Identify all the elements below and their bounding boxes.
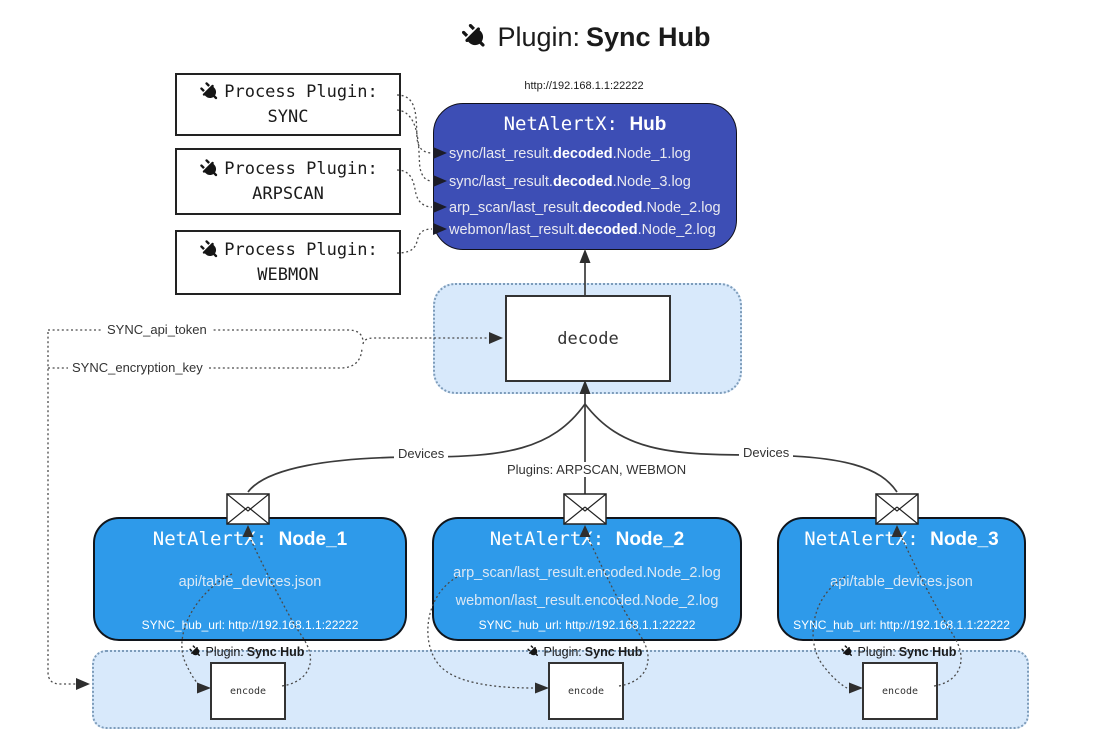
node-file-line: api/table_devices.json [178,574,322,590]
plug-icon [198,157,222,181]
plug-icon [198,238,222,262]
node-file-line: webmon/last_result.encoded.Node_2.log [455,593,719,609]
encode-box: encode [210,662,286,720]
plugin-to-hub-connectors [396,94,433,254]
hub-log-line: webmon/last_result.decoded.Node_2.log [449,222,716,238]
node-title: NetAlertX: Node_1 [152,528,348,550]
node-hub-url: SYNC_hub_url: http://192.168.1.1:22222 [793,618,1010,632]
hub-log-line: arp_scan/last_result.decoded.Node_2.log [449,200,721,216]
node-hub-url: SYNC_hub_url: http://192.168.1.1:22222 [478,618,696,632]
node-file-line: api/table_devices.json [830,574,973,590]
encode-box: encode [862,662,938,720]
decode-box: decode [505,295,671,382]
process-plugin-name: WEBMON [257,264,319,285]
sync-encryption-key-label: SYNC_encryption_key [68,360,207,375]
process-plugin-box-arpscan: Process Plugin: ARPSCAN [175,148,401,215]
page-title-bold: Sync Hub [586,21,711,52]
process-plugin-box-webmon: Process Plugin: WEBMON [175,230,401,295]
node-box-node-3: NetAlertX: Node_3 api/table_devices.json… [777,517,1026,641]
hub-title-mono: NetAlertX: [503,113,630,135]
process-plugin-box-sync: Process Plugin: SYNC [175,73,401,136]
hub-log-line: sync/last_result.decoded.Node_1.log [449,146,691,162]
process-plugin-name: SYNC [267,106,309,127]
sync-api-token-label: SYNC_api_token [103,322,211,337]
plug-icon [526,644,541,659]
plug-icon [840,644,855,659]
plug-icon [459,21,491,53]
page-title-prefix: Plugin: [497,21,581,52]
node-file-line: arp_scan/last_result.encoded.Node_2.log [453,565,721,581]
node-box-node-2: NetAlertX: Node_2 arp_scan/last_result.e… [432,517,742,641]
node-hub-url: SYNC_hub_url: http://192.168.1.1:22222 [141,618,359,632]
process-plugin-label: Process Plugin: [224,158,378,179]
plug-icon [188,644,203,659]
encode-plugin-label: Plugin: Sync Hub [176,644,316,659]
node-box-node-1: NetAlertX: Node_1 api/table_devices.json… [93,517,407,641]
process-plugin-label: Process Plugin: [224,239,378,260]
encode-plugin-label: Plugin: Sync Hub [828,644,968,659]
hub-box: NetAlertX: Hub sync/last_result.decoded.… [433,103,737,250]
encode-box: encode [548,662,624,720]
page-title: Plugin: Sync Hub [400,16,770,58]
hub-title: NetAlertX: Hub [434,113,736,136]
encode-plugin-label: Plugin: Sync Hub [514,644,654,659]
hub-title-name: Hub [629,114,667,135]
plugins-edge-label: Plugins: ARPSCAN, WEBMON [503,462,691,477]
plug-icon [198,80,222,104]
process-plugin-label: Process Plugin: [224,81,378,102]
node-title: NetAlertX: Node_2 [489,528,685,550]
hub-url-label: http://192.168.1.1:22222 [524,80,644,92]
devices-label-left: Devices [394,446,449,461]
hub-log-line: sync/last_result.decoded.Node_3.log [449,174,691,190]
devices-label-right: Devices [739,445,794,460]
process-plugin-name: ARPSCAN [252,183,324,204]
node-title: NetAlertX: Node_3 [804,528,999,550]
